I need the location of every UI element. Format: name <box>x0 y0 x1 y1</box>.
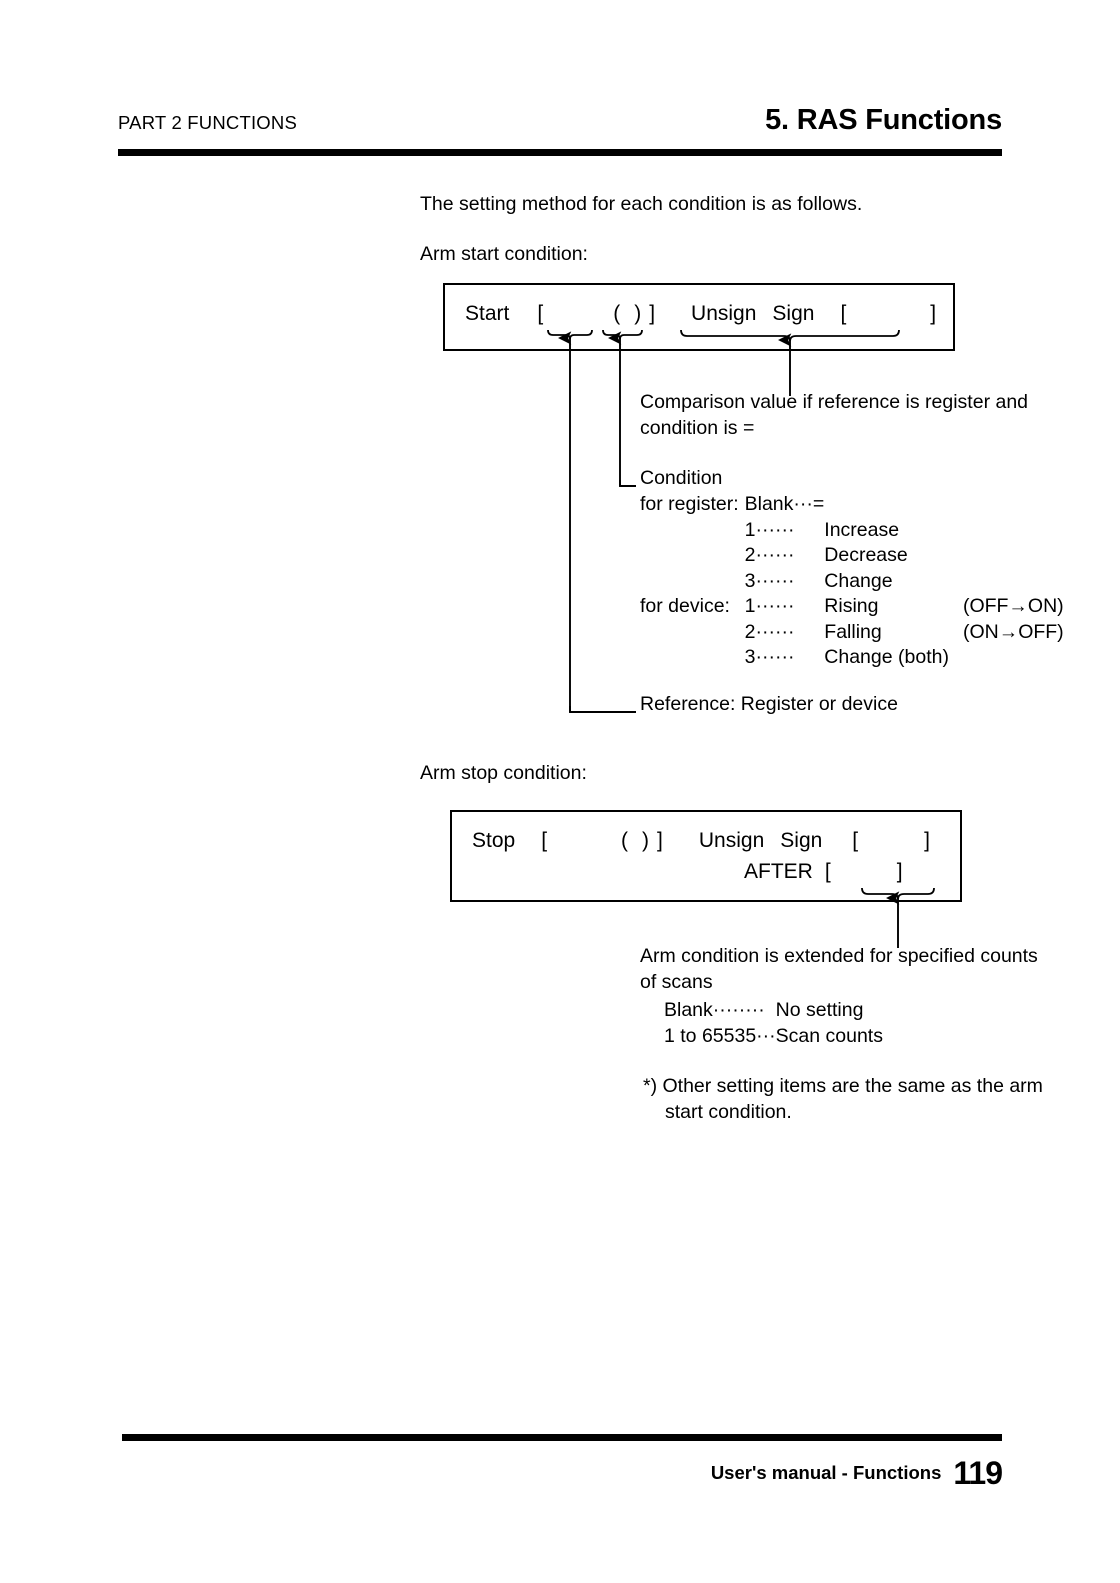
leader-elbow-reference <box>569 706 636 713</box>
condition-key: Blank···= <box>744 493 825 515</box>
stop-after-close-bracket: ] <box>896 860 903 883</box>
stop-value-open-bracket: [ <box>852 829 859 852</box>
start-keyword: Start <box>465 302 510 325</box>
stop-syntax-row: Stop [ ()] Unsign Sign [] <box>472 829 930 853</box>
condition-row: 3······ Change (both) <box>640 645 1064 671</box>
condition-note <box>949 569 1064 595</box>
condition-value: Falling <box>824 620 882 643</box>
condition-note <box>949 492 1064 518</box>
annotation-comparison-value: Comparison value if reference is registe… <box>640 391 1029 439</box>
stop-reference-close-bracket: ] <box>657 829 663 852</box>
stop-condition-paren-close: ) <box>642 829 650 852</box>
condition-value <box>824 492 949 518</box>
annotation-reference: Reference: Register or device <box>640 693 898 715</box>
stop-after-row: AFTER [] <box>744 860 903 884</box>
header-part-label: PART 2 FUNCTIONS <box>118 112 297 133</box>
footnote-line-1: *) Other setting items are the same as t… <box>643 1075 1043 1097</box>
condition-lead: for register: <box>640 493 739 515</box>
after-value-table: Blank········ No setting 1 to 65535··· S… <box>664 997 883 1049</box>
stop-unsign-option: Unsign <box>698 829 765 852</box>
condition-key: 1······ <box>744 518 795 541</box>
after-value: Scan counts <box>775 1025 883 1047</box>
start-value-open-bracket: [ <box>840 302 847 325</box>
page-number: 119 <box>953 1455 1003 1491</box>
start-condition-paren-close: ) <box>634 302 642 325</box>
stop-after-keyword: AFTER <box>744 860 813 883</box>
footnote-line-2: start condition. <box>665 1101 792 1123</box>
after-row: 1 to 65535··· Scan counts <box>664 1023 883 1049</box>
condition-lead <box>640 518 745 544</box>
condition-value: Change <box>824 569 893 592</box>
condition-lead <box>640 645 745 671</box>
condition-key: 2······ <box>744 620 795 643</box>
footer-label: User's manual - Functions <box>710 1462 942 1483</box>
condition-row: for register: Blank···= <box>640 492 1064 518</box>
start-reference-open-bracket: [ <box>537 302 544 325</box>
condition-row: 1······ Increase <box>640 518 1064 544</box>
stop-value-close-bracket: ] <box>924 829 930 852</box>
condition-note <box>949 543 1064 569</box>
start-syntax-row: Start [ ()] Unsign Sign [] <box>465 302 936 326</box>
condition-key: 3······ <box>744 569 795 592</box>
condition-value: Decrease <box>824 544 908 566</box>
footer: User's manual - Functions 119 <box>710 1455 1003 1492</box>
condition-key: 3······ <box>744 646 795 668</box>
condition-row: 2······ Falling (ON→OFF) <box>640 620 1064 646</box>
footer-rule <box>122 1434 1002 1441</box>
arm-stop-label: Arm stop condition: <box>420 762 587 784</box>
after-row: Blank········ No setting <box>664 997 883 1023</box>
header-rule <box>118 149 1002 156</box>
annotation-after-description: Arm condition is extended for specified … <box>640 945 1038 993</box>
stop-reference-open-bracket: [ <box>541 829 548 852</box>
condition-value: Increase <box>824 518 900 541</box>
page-header: PART 2 FUNCTIONS 5. RAS Functions <box>118 104 1002 148</box>
condition-lead <box>640 620 745 646</box>
condition-value: Rising <box>824 595 879 617</box>
condition-value-table: for register: Blank···= 1······ Increase… <box>640 492 1064 671</box>
start-value-close-bracket: ] <box>930 302 937 325</box>
annotation-footnote: *) Other setting items are the same as t… <box>643 1073 1073 1125</box>
stop-sign-option: Sign <box>780 829 823 852</box>
stop-condition-paren-open: ( <box>621 829 629 852</box>
condition-lead <box>640 543 745 569</box>
after-key: Blank········ <box>664 999 765 1021</box>
stop-after-open-bracket: [ <box>824 860 831 883</box>
after-value: No setting <box>775 999 864 1021</box>
start-unsign-option: Unsign <box>691 302 757 325</box>
condition-note: (OFF→ON) <box>962 595 1064 617</box>
condition-key: 1······ <box>744 595 795 617</box>
arm-start-condition-box: Start [ ()] Unsign Sign [] <box>443 283 955 351</box>
condition-note <box>949 645 1064 671</box>
condition-row: for device: 1······ Rising (OFF→ON) <box>640 594 1064 620</box>
condition-row: 3······ Change <box>640 569 1064 595</box>
start-reference-close-bracket: ] <box>649 302 656 325</box>
start-condition-paren-open: ( <box>613 302 621 325</box>
condition-note <box>949 518 1064 544</box>
start-sign-option: Sign <box>772 302 815 325</box>
after-key: 1 to 65535··· <box>664 1025 776 1047</box>
condition-lead <box>640 569 745 595</box>
header-section-title: 5. RAS Functions <box>765 104 1002 136</box>
condition-note: (ON→OFF) <box>962 620 1064 643</box>
condition-value: Change (both) <box>824 646 949 668</box>
condition-key: 2······ <box>744 544 795 566</box>
arm-start-label: Arm start condition: <box>420 243 588 265</box>
stop-keyword: Stop <box>472 829 516 852</box>
leader-elbow-condition <box>619 480 636 487</box>
intro-paragraph: The setting method for each condition is… <box>420 193 863 215</box>
annotation-condition-title: Condition <box>640 467 723 489</box>
condition-lead: for device: <box>640 595 730 617</box>
condition-row: 2······ Decrease <box>640 543 1064 569</box>
